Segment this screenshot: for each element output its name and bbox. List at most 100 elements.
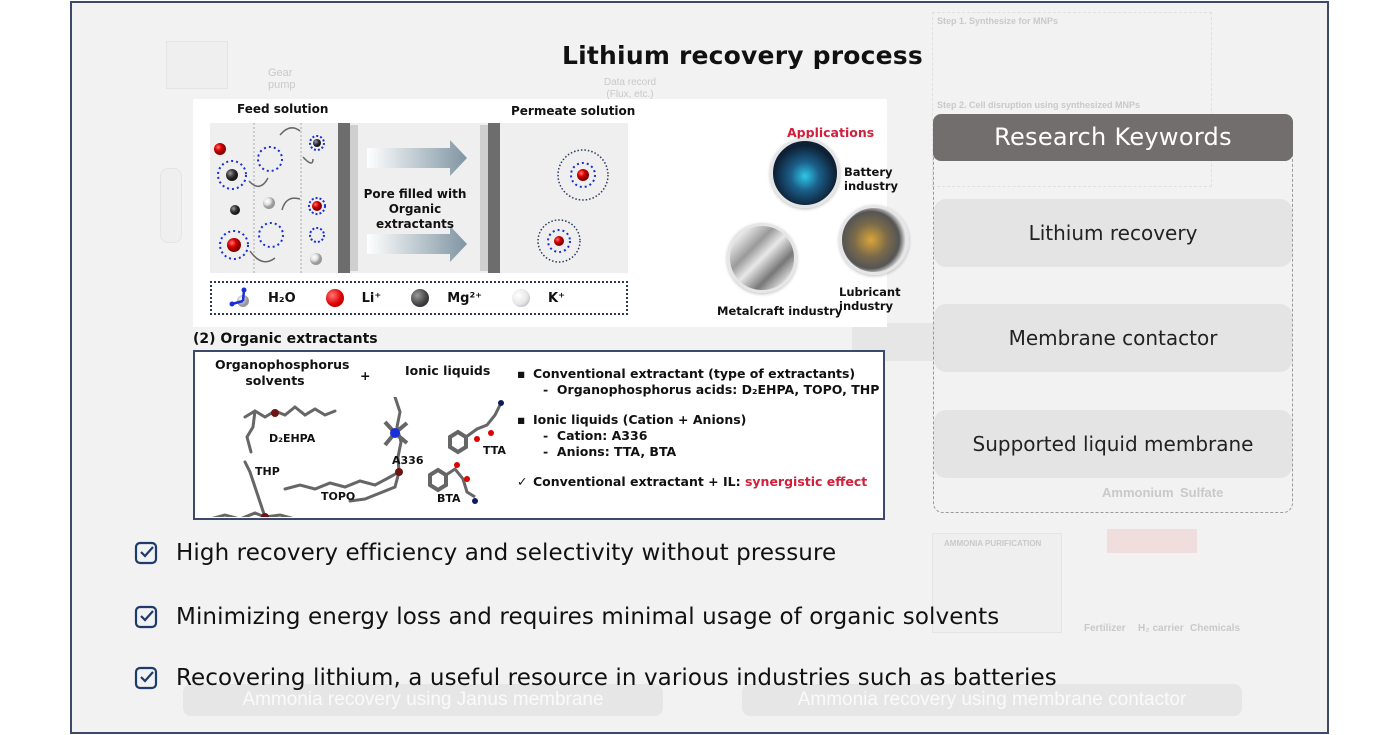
molecule-label-d2ehpa: D₂EHPA (269, 432, 316, 445)
lithium-ion (577, 169, 589, 181)
ghost-sulfate: Sulfate (1180, 485, 1224, 500)
benefit-item: High recovery efficiency and selectivity… (134, 540, 836, 566)
pore-filled-text: Pore filled with Organic extractants (355, 187, 475, 232)
note-conventional: ▪ Conventional extractant (type of extra… (517, 366, 879, 382)
movement-arrow (249, 250, 276, 263)
note-text: Conventional extractant + IL: (533, 474, 741, 489)
dash-mark: - (543, 382, 549, 397)
ghost-chemicals: Chemicals (1190, 623, 1241, 634)
flow-arrow (367, 226, 467, 262)
hydration-shell (217, 160, 247, 190)
checkbox-checked-icon (134, 541, 158, 565)
slide-title: Lithium recovery process (562, 41, 923, 70)
topo-chain (348, 470, 401, 503)
ghost-digester (166, 41, 228, 89)
keyword-membrane-contactor: Membrane contactor (934, 304, 1292, 372)
hydration-shell (308, 197, 326, 215)
magnesium-ion (313, 139, 321, 147)
benefit-item: Recovering lithium, a useful resource in… (134, 665, 1057, 691)
water-cluster (309, 227, 325, 243)
ghost-data-record-label: Data record (Flux, etc.) (603, 77, 657, 100)
note-text: Cation: A336 (556, 428, 648, 443)
plus-sign: + (360, 368, 371, 383)
water-cluster (257, 146, 283, 172)
lithium-ion (554, 236, 564, 246)
checkbox-checked-icon (134, 666, 158, 690)
phosphorus-atom (271, 409, 279, 417)
app-label-battery: Battery industry (844, 165, 899, 193)
bta-molecule (428, 462, 478, 504)
ghost-step1: Step 1. Synthesize for MNPs (937, 16, 1059, 26)
bullet-mark: ▪ (517, 412, 526, 427)
note-text: Anions: TTA, BTA (556, 444, 677, 459)
water-molecule-icon (229, 287, 249, 307)
lithium-ion (227, 238, 241, 252)
organophosphorus-molecules (211, 397, 403, 517)
membrane-diagram (214, 123, 609, 273)
complex-boundary (557, 149, 609, 201)
ghost-ammonium: Ammonium (1102, 485, 1174, 500)
legend-label: H₂O (268, 290, 296, 306)
magnesium-ion (230, 205, 240, 215)
note-sub: - Anions: TTA, BTA (517, 444, 879, 460)
app-label-lubricant: Lubricant industry (839, 285, 901, 313)
ghost-fertilizer: Fertilizer (1084, 623, 1126, 634)
ghost-ammonia-purification (932, 533, 1062, 633)
pore-text-line2: Organic extractants (376, 202, 454, 231)
tta-molecule (448, 400, 504, 455)
flow-arrow (367, 140, 467, 176)
ghost-gear-pump-label: Gear pump (268, 67, 296, 91)
battery-icon (770, 138, 840, 208)
synergistic-effect-highlight: synergistic effect (744, 474, 868, 489)
potassium-ion-icon (512, 289, 531, 307)
ghost-co2-tank (160, 168, 182, 243)
ghost-bar-contactor: Ammonia recovery using membrane contacto… (742, 684, 1242, 716)
heading-line: solvents (245, 373, 305, 388)
legend-label: Li⁺ (361, 290, 382, 306)
phosphorus-atom (261, 513, 269, 517)
check-mark-icon: ✓ (517, 474, 528, 489)
lithium-ion (214, 143, 226, 155)
app-label-metalcraft: Metalcraft industry (717, 304, 843, 318)
complex-boundary (537, 219, 581, 263)
topo-bottom-chain (211, 511, 294, 517)
applications-title: Applications (787, 125, 875, 140)
movement-arrow (248, 177, 269, 187)
note-ionic-liquids: ▪ Ionic liquids (Cation + Anions) (517, 412, 879, 428)
ion-legend: H₂O Li⁺ Mg²⁺ K⁺ (210, 281, 628, 315)
membrane-left (338, 123, 358, 273)
note-sub: - Cation: A336 (517, 428, 879, 444)
potassium-ion (263, 197, 275, 209)
heading-line: Organophosphorus (215, 357, 350, 372)
legend-label: K⁺ (548, 290, 565, 306)
note-synergy: ✓ Conventional extractant + IL: synergis… (517, 474, 879, 490)
molecule-label-topo: TOPO (321, 490, 356, 503)
extractants-section-title: (2) Organic extractants (193, 331, 378, 347)
gear-oil-icon (839, 205, 909, 275)
legend-item-potassium: K⁺ (512, 289, 565, 307)
molecule-structures (211, 397, 504, 517)
d2ehpa-branch (245, 409, 257, 454)
slide: Gear pump Data record (Flux, etc.) Step … (70, 1, 1329, 734)
extractants-box: Organophosphorus solvents + Ionic liquid… (193, 350, 885, 520)
note-sub: - Organophosphorus acids: D₂EHPA, TOPO, … (517, 382, 879, 398)
legend-item-magnesium: Mg²⁺ (411, 289, 482, 307)
legend-item-water: H₂O (228, 287, 296, 309)
organophosphorus-heading: Organophosphorus solvents (215, 357, 350, 389)
process-figure: Feed solution Permeate solution (193, 99, 909, 327)
legend-item-lithium: Li⁺ (325, 289, 382, 307)
ghost-step2: Step 2. Cell disruption using synthesize… (937, 100, 1141, 110)
potassium-ion (310, 253, 322, 265)
movement-arrow (281, 197, 301, 211)
note-text: Conventional extractant (type of extract… (533, 366, 856, 381)
lithium-ion-icon (325, 289, 344, 307)
note-text: Organophosphorus acids: D₂EHPA, TOPO, TH… (556, 382, 880, 397)
thp-branch (243, 460, 267, 517)
lithium-ion (312, 201, 322, 211)
movement-arrow (302, 156, 314, 164)
dash-mark: - (543, 444, 549, 459)
molecule-label-tta: TTA (483, 444, 506, 457)
extractant-shell (570, 162, 596, 188)
pore-text-line1: Pore filled with (363, 187, 467, 201)
ghost-mnp-panel (932, 12, 1212, 187)
